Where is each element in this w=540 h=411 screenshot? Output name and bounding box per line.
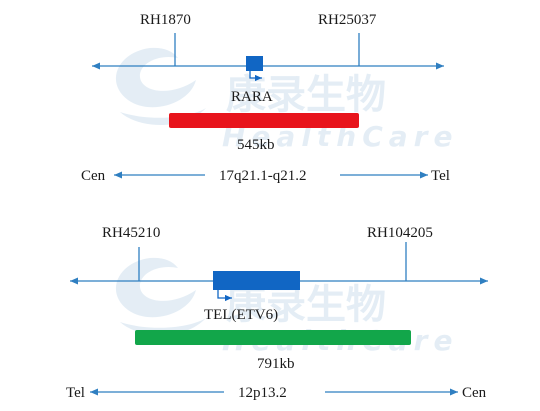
watermark-logo-icon: [115, 257, 196, 318]
probe-size-label: 791kb: [257, 356, 295, 372]
orientation-left-label: Tel: [66, 385, 85, 401]
transcription-arrow-icon: [249, 71, 262, 82]
marker-label: RH45210: [102, 225, 160, 241]
watermark-top: 康录生物 HealthCare: [115, 47, 452, 153]
marker-label: RH1870: [140, 12, 191, 28]
probe-bar-red: [169, 113, 359, 128]
gene-box-rara: [246, 56, 263, 71]
orientation-left-label: Cen: [81, 168, 106, 184]
orientation-right-label: Tel: [431, 168, 450, 184]
panel-tel-etv6: RH45210 RH104205 TEL(ETV6) 791kb Tel 12p…: [66, 225, 488, 401]
gene-label: TEL(ETV6): [204, 307, 278, 323]
cytoband-label: 12p13.2: [238, 385, 287, 401]
watermark-logo-icon: [115, 47, 196, 108]
orientation-right-label: Cen: [462, 385, 487, 401]
marker-label: RH104205: [367, 225, 433, 241]
watermark-brand-cn: 康录生物: [226, 72, 386, 118]
panel-rara: RH1870 RH25037 RARA 545kb Cen 17q21.1-q2…: [81, 12, 450, 184]
probe-size-label: 545kb: [237, 137, 275, 153]
cytoband-label: 17q21.1-q21.2: [219, 168, 307, 184]
gene-box-tel-etv6: [213, 271, 300, 290]
probe-bar-green: [135, 330, 411, 345]
marker-label: RH25037: [318, 12, 377, 28]
transcription-arrow-icon: [217, 290, 232, 302]
gene-label: RARA: [231, 89, 273, 105]
